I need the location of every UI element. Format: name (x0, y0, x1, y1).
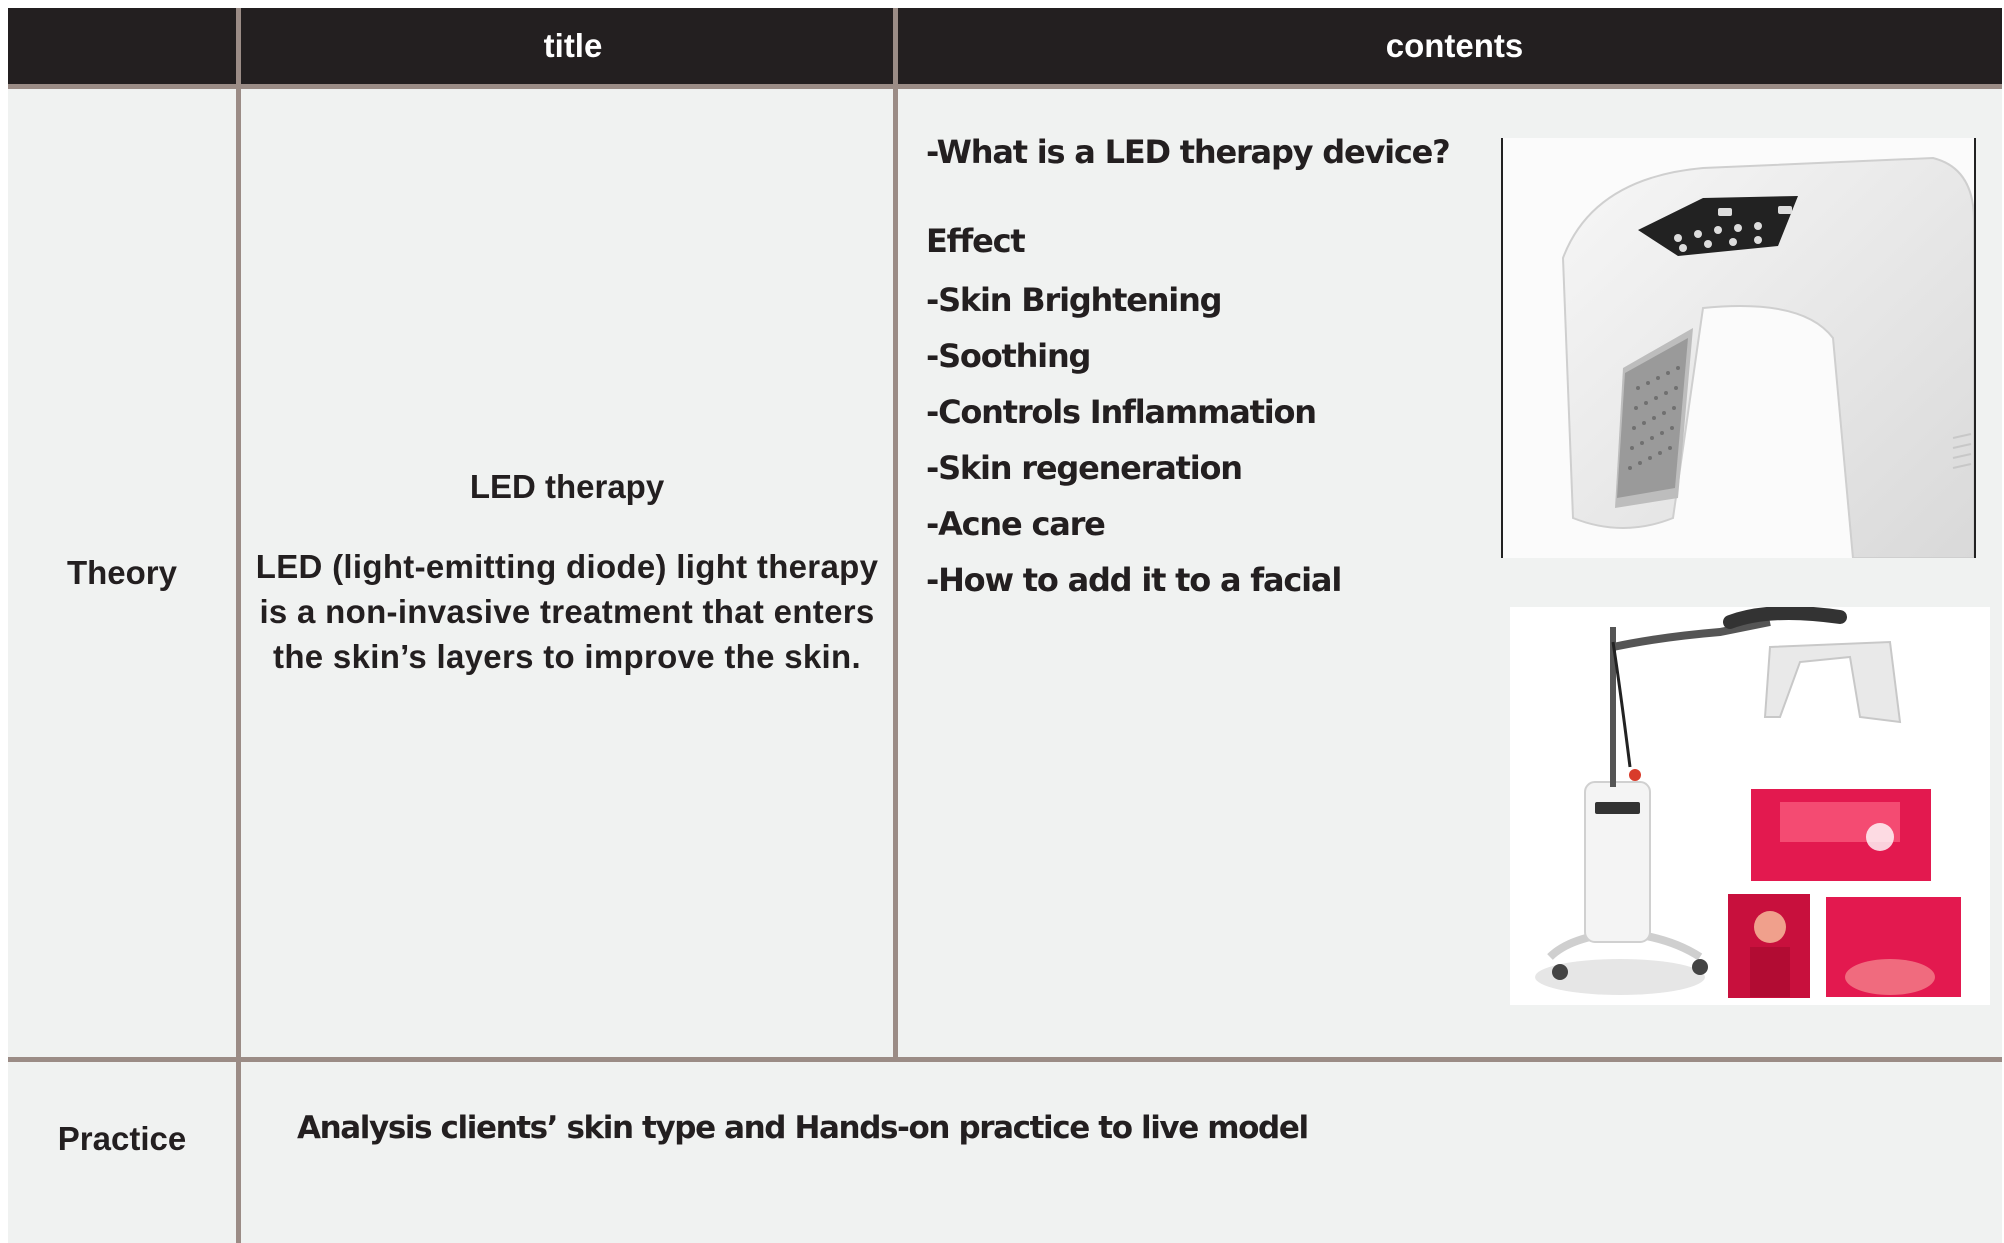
led-stand-device-illustration (1510, 607, 1990, 1005)
theory-title-cell: LED therapy LED (light-emitting diode) l… (241, 89, 893, 1057)
row-label-practice: Practice (57, 1119, 187, 1157)
header-title: title (543, 27, 603, 64)
effect-item: -Soothing (926, 337, 1091, 375)
effect-item: -Controls Inflammation (926, 393, 1317, 431)
led-mask-device-image (1501, 138, 1976, 558)
effect-item: -Skin regeneration (926, 449, 1243, 487)
effect-item: -Skin Brightening (926, 281, 1223, 319)
effect-heading: Effect (926, 222, 1026, 260)
column-divider-2 (893, 8, 898, 1061)
practice-text: Analysis clients’ skin type and Hands-on… (297, 1110, 1309, 1146)
title-description-line: is a non-invasive treatment that enters (259, 592, 875, 630)
contents-question: -What is a LED therapy device? (926, 133, 1451, 171)
title-description: LED (light-emitting diode) light therapy… (256, 544, 878, 679)
led-mask-device-illustration (1503, 138, 1974, 558)
effect-item: -How to add it to a facial (926, 561, 1342, 599)
column-divider-1 (236, 8, 241, 1243)
contents-list: -What is a LED therapy device? Effect -S… (926, 124, 1451, 608)
table-header: title contents (8, 8, 2002, 84)
row-label-theory: Theory (66, 554, 178, 591)
title-name: LED therapy (469, 467, 665, 505)
header-contents: contents (1385, 27, 1524, 64)
title-description-line: LED (light-emitting diode) light therapy (255, 547, 879, 585)
header-divider (8, 84, 2002, 89)
led-stand-device-image (1510, 607, 1990, 1005)
effect-item: -Acne care (926, 505, 1106, 543)
row-divider (8, 1057, 2002, 1062)
title-description-line: the skin’s layers to improve the skin. (273, 637, 861, 675)
